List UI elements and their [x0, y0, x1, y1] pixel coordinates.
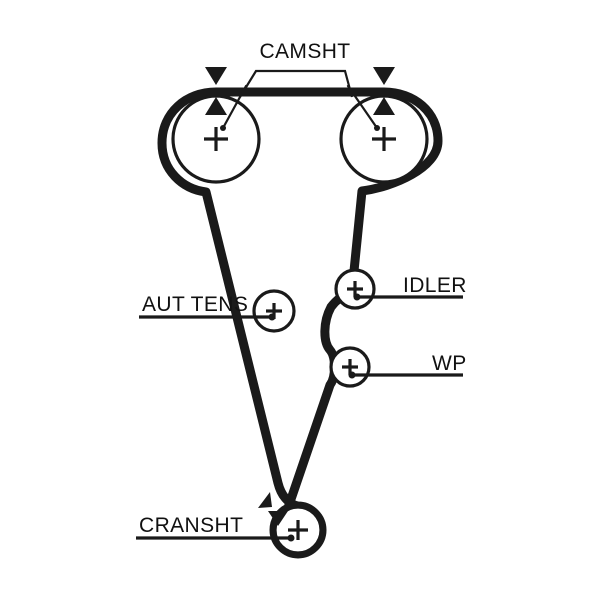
camshaft-right-leader-dot — [374, 125, 380, 131]
idler-callout: IDLER — [353, 274, 467, 301]
pulley-camshaft-right — [339, 94, 429, 184]
water-pump-leader-dot — [348, 371, 356, 379]
auto-tensioner-label: AUT TENS — [142, 293, 248, 316]
crankshaft-callout: CRANSHT — [136, 514, 295, 542]
timing-marks-group — [205, 67, 395, 526]
timing-mark-crank-outer-icon — [258, 492, 272, 508]
timing-mark-cam-right-up-icon — [373, 97, 395, 115]
water-pump-callout: WP — [348, 352, 467, 379]
idler-label: IDLER — [403, 274, 467, 297]
idler-leader-dot — [353, 293, 361, 301]
auto-tensioner-callout: AUT TENS — [139, 293, 276, 321]
camshaft-label: CAMSHT — [259, 40, 350, 63]
pulley-crankshaft — [273, 505, 323, 555]
pulley-auto-tensioner — [252, 289, 296, 333]
timing-mark-cam-right-down-icon — [373, 67, 395, 85]
timing-mark-cam-left-down-icon — [205, 67, 227, 85]
camshaft-callout: CAMSHT — [220, 40, 380, 131]
camshaft-right-leader-line — [346, 84, 379, 130]
camshaft-bracket — [239, 69, 354, 98]
pulley-camshaft-left — [171, 94, 261, 184]
auto-tensioner-leader-dot — [268, 313, 276, 321]
crankshaft-label: CRANSHT — [139, 514, 243, 537]
pulley-water-pump — [329, 346, 371, 388]
camshaft-left-leader-dot — [220, 125, 226, 131]
water-pump-label: WP — [432, 352, 467, 375]
camshaft-left-leader-line — [221, 84, 248, 130]
crankshaft-leader-dot — [287, 534, 295, 542]
timing-mark-crank-inner-icon — [268, 511, 288, 526]
pulley-idler — [334, 268, 376, 310]
timing-mark-cam-left-up-icon — [205, 97, 227, 115]
